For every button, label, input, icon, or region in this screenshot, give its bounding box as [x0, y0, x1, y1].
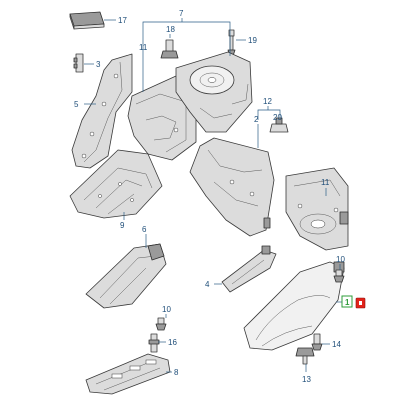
callout-1-highlight[interactable]: 1 [341, 295, 353, 308]
callout-8[interactable]: 8 [174, 368, 179, 377]
callout-13[interactable]: 13 [302, 375, 311, 384]
part-5-panel[interactable] [71, 53, 133, 169]
callout-16[interactable]: 16 [168, 338, 177, 347]
callout-10-upper[interactable]: 10 [162, 305, 171, 314]
callout-18[interactable]: 18 [166, 25, 175, 34]
callout-20[interactable]: 20 [273, 113, 282, 122]
callout-14[interactable]: 14 [332, 340, 341, 349]
callout-1[interactable]: 1 [345, 298, 350, 307]
callout-10-right[interactable]: 10 [336, 255, 345, 264]
part-8-bottom-panel[interactable] [85, 353, 171, 395]
part-6-trim[interactable] [85, 243, 167, 309]
callout-19[interactable]: 19 [248, 36, 257, 45]
part-11-right-panel[interactable] [285, 167, 349, 251]
callout-4[interactable]: 4 [205, 280, 210, 289]
callout-3[interactable]: 3 [96, 60, 101, 69]
part-7-wheel-well[interactable] [175, 51, 253, 133]
callout-9[interactable]: 9 [120, 221, 125, 230]
callout-17[interactable]: 17 [118, 16, 127, 25]
part-17-pad[interactable] [69, 11, 105, 30]
part-18-bolt[interactable] [160, 39, 179, 59]
leader-lines [84, 18, 342, 373]
part-14-bolt[interactable] [311, 333, 323, 351]
callout-11-right[interactable]: 11 [321, 178, 330, 187]
callout-2[interactable]: 2 [254, 115, 259, 124]
part-3-clip[interactable] [73, 53, 84, 73]
callout-11-top[interactable]: 11 [139, 43, 148, 52]
part-2-quarter-panel[interactable] [189, 137, 275, 237]
callout-5[interactable]: 5 [74, 100, 79, 109]
callout-7[interactable]: 7 [179, 9, 184, 18]
part-13-bolt[interactable] [295, 347, 315, 365]
part-4-bracket[interactable] [221, 245, 277, 293]
part-1-fender[interactable] [243, 261, 345, 351]
part-9-floor-pan[interactable] [69, 149, 163, 219]
callout-12[interactable]: 12 [263, 97, 272, 106]
part-16-fastener[interactable] [148, 333, 160, 353]
callout-6[interactable]: 6 [142, 225, 147, 234]
part-10-screw[interactable] [155, 317, 167, 331]
callouts: 17 7 11 18 19 3 5 12 2 20 11 9 10 6 4 10… [74, 9, 345, 384]
red-clip-icon[interactable] [355, 297, 366, 309]
part-20-cap[interactable] [269, 117, 289, 133]
part-10-screw-right[interactable] [333, 269, 345, 283]
